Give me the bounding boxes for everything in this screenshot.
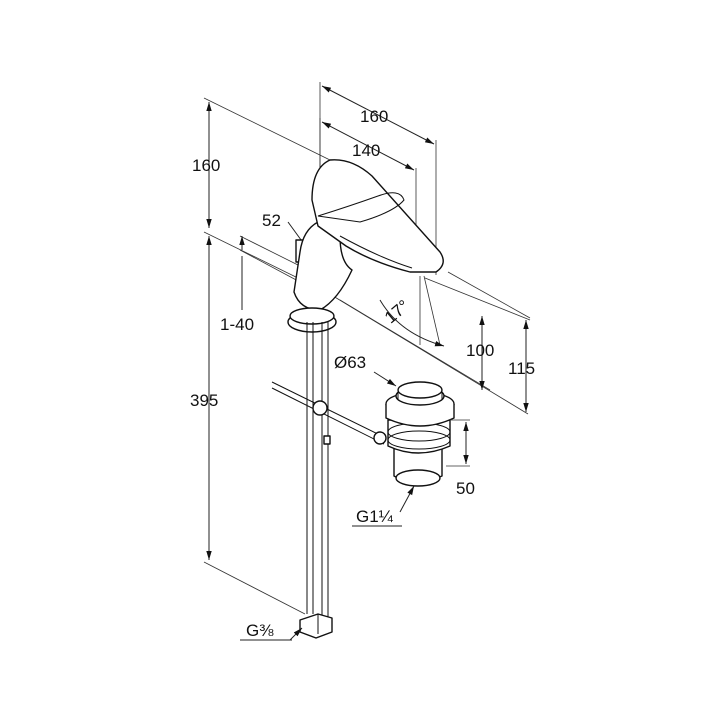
lever-offset-label: 52 <box>262 211 281 230</box>
popup-rod <box>271 381 387 445</box>
total-height-label: 115 <box>508 359 535 378</box>
spout-height-label: 100 <box>466 341 494 360</box>
supply-thread-label: G⅜ <box>246 621 274 640</box>
supply-pipes <box>306 322 331 620</box>
width-spout-label: 140 <box>352 141 380 160</box>
waste-thread-label: G1¼ <box>356 507 394 526</box>
lever-range-label: 1-40 <box>220 315 254 334</box>
angle-label: 17° <box>381 296 413 327</box>
waste-thread-leader <box>399 485 415 513</box>
waste-depth-label: 50 <box>456 479 475 498</box>
right-dimension-lines <box>299 271 531 415</box>
width-overall-label: 160 <box>360 107 388 126</box>
supply-connectors <box>299 613 333 639</box>
supply-thread-leader <box>289 627 303 641</box>
height-bottom-label: 395 <box>190 391 218 410</box>
height-top-label: 160 <box>192 156 220 175</box>
waste-diameter-label: Ø63 <box>334 353 366 372</box>
angle-indicator <box>379 275 445 347</box>
waste-depth-dimension <box>446 419 470 467</box>
waste-assembly <box>385 381 455 487</box>
left-dimension-lines <box>203 97 331 615</box>
faucet-body <box>287 159 444 333</box>
waste-diameter-leader <box>373 371 397 387</box>
